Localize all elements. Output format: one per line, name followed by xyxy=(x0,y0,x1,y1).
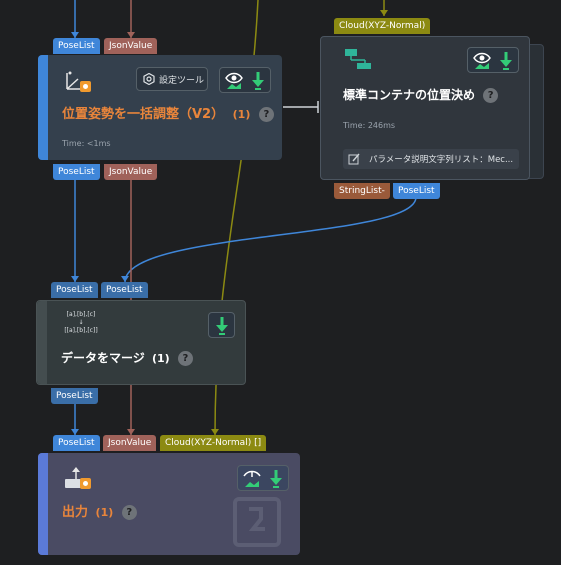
arrow-n4-in1 xyxy=(71,429,79,435)
node2-title: 標準コンテナの位置決め ? xyxy=(343,86,499,103)
port-n4-input-poselist[interactable]: PoseList xyxy=(53,435,100,451)
port-n2-output-stringlist[interactable]: StringList- xyxy=(334,183,390,199)
arrow-n4-in2 xyxy=(127,429,135,435)
port-n4-input-jsonvalue[interactable]: JsonValue xyxy=(103,435,157,451)
container-positioning-icon xyxy=(345,49,371,69)
port-n1-input-jsonvalue[interactable]: JsonValue xyxy=(104,38,158,54)
arrow-n1-in1 xyxy=(71,32,79,38)
merge-data-icon: [a],[b],[c] ↓ [[a],[b],[c]] xyxy=(64,311,98,334)
help-icon[interactable]: ? xyxy=(483,88,499,103)
parameter-description-text: パラメータ説明文字列リスト：Mec... xyxy=(369,155,514,165)
settings-tool-label: 設定ツール xyxy=(159,76,205,86)
arrow-n2-in1 xyxy=(380,10,388,16)
port-n2-output-poselist[interactable]: PoseList xyxy=(393,183,440,199)
arrow-n3-in2 xyxy=(121,276,129,282)
visualize-output-icon[interactable] xyxy=(241,467,263,489)
hexagon-settings-icon xyxy=(143,73,155,85)
visualize-output-icon[interactable] xyxy=(223,69,245,91)
port-n2-input-cloud[interactable]: Cloud(XYZ-Normal) xyxy=(334,18,431,34)
port-n3-output-poselist[interactable]: PoseList xyxy=(51,388,98,404)
node1-time: Time: <1ms xyxy=(62,139,111,148)
node-stripe xyxy=(37,301,47,384)
arrow-n4-in3 xyxy=(211,429,219,435)
download-data-icon[interactable] xyxy=(265,467,287,489)
settings-tool-button[interactable]: 設定ツール xyxy=(136,67,208,91)
node2-time: Time: 246ms xyxy=(343,121,396,130)
help-icon[interactable]: ? xyxy=(258,107,274,122)
arrow-n1-in2 xyxy=(127,32,135,38)
node-standard-container-positioning[interactable]: 標準コンテナの位置決め ? Time: 246ms パラメータ説明文字列リスト：… xyxy=(320,36,530,180)
node3-toolbar xyxy=(208,312,235,338)
port-n3-input-poselist-2[interactable]: PoseList xyxy=(101,282,148,298)
node4-title: 出力 (1) ? xyxy=(62,501,137,520)
download-data-icon[interactable] xyxy=(247,69,269,91)
parameter-description-field[interactable]: パラメータ説明文字列リスト：Mec... xyxy=(343,149,519,169)
port-n1-output-jsonvalue[interactable]: JsonValue xyxy=(104,164,158,180)
download-data-icon[interactable] xyxy=(495,49,517,71)
node-batch-adjust-poses[interactable]: 設定ツール 位置姿勢を一括調整（V2） (1) ? Time: <1ms xyxy=(38,55,282,160)
help-icon[interactable]: ? xyxy=(121,505,137,520)
wire-pose-n2-n3 xyxy=(124,196,417,283)
output-watermark-icon xyxy=(233,497,281,547)
node1-toolbar xyxy=(219,67,271,93)
node-stripe xyxy=(38,55,48,160)
node4-toolbar xyxy=(237,465,289,491)
adjust-poses-icon xyxy=(66,71,91,92)
node-merge-data[interactable]: [a],[b],[c] ↓ [[a],[b],[c]] データをマージ (1) … xyxy=(36,300,246,385)
port-n4-input-cloud[interactable]: Cloud(XYZ-Normal) [] xyxy=(160,435,267,451)
port-n3-input-poselist-1[interactable]: PoseList xyxy=(51,282,98,298)
help-icon[interactable]: ? xyxy=(177,351,193,366)
download-data-icon[interactable] xyxy=(211,314,233,336)
node-output[interactable]: 出力 (1) ? xyxy=(38,453,300,555)
edit-icon xyxy=(348,153,360,165)
node2-toolbar xyxy=(467,47,519,73)
port-n1-output-poselist[interactable]: PoseList xyxy=(53,164,100,180)
node-stripe xyxy=(38,453,48,555)
output-node-icon xyxy=(65,467,91,489)
port-n1-input-poselist[interactable]: PoseList xyxy=(53,38,100,54)
visualize-output-icon[interactable] xyxy=(471,49,493,71)
node3-title: データをマージ (1) ? xyxy=(61,349,193,366)
arrow-n3-in1 xyxy=(71,276,79,282)
node1-title: 位置姿勢を一括調整（V2） (1) ? xyxy=(62,103,274,122)
